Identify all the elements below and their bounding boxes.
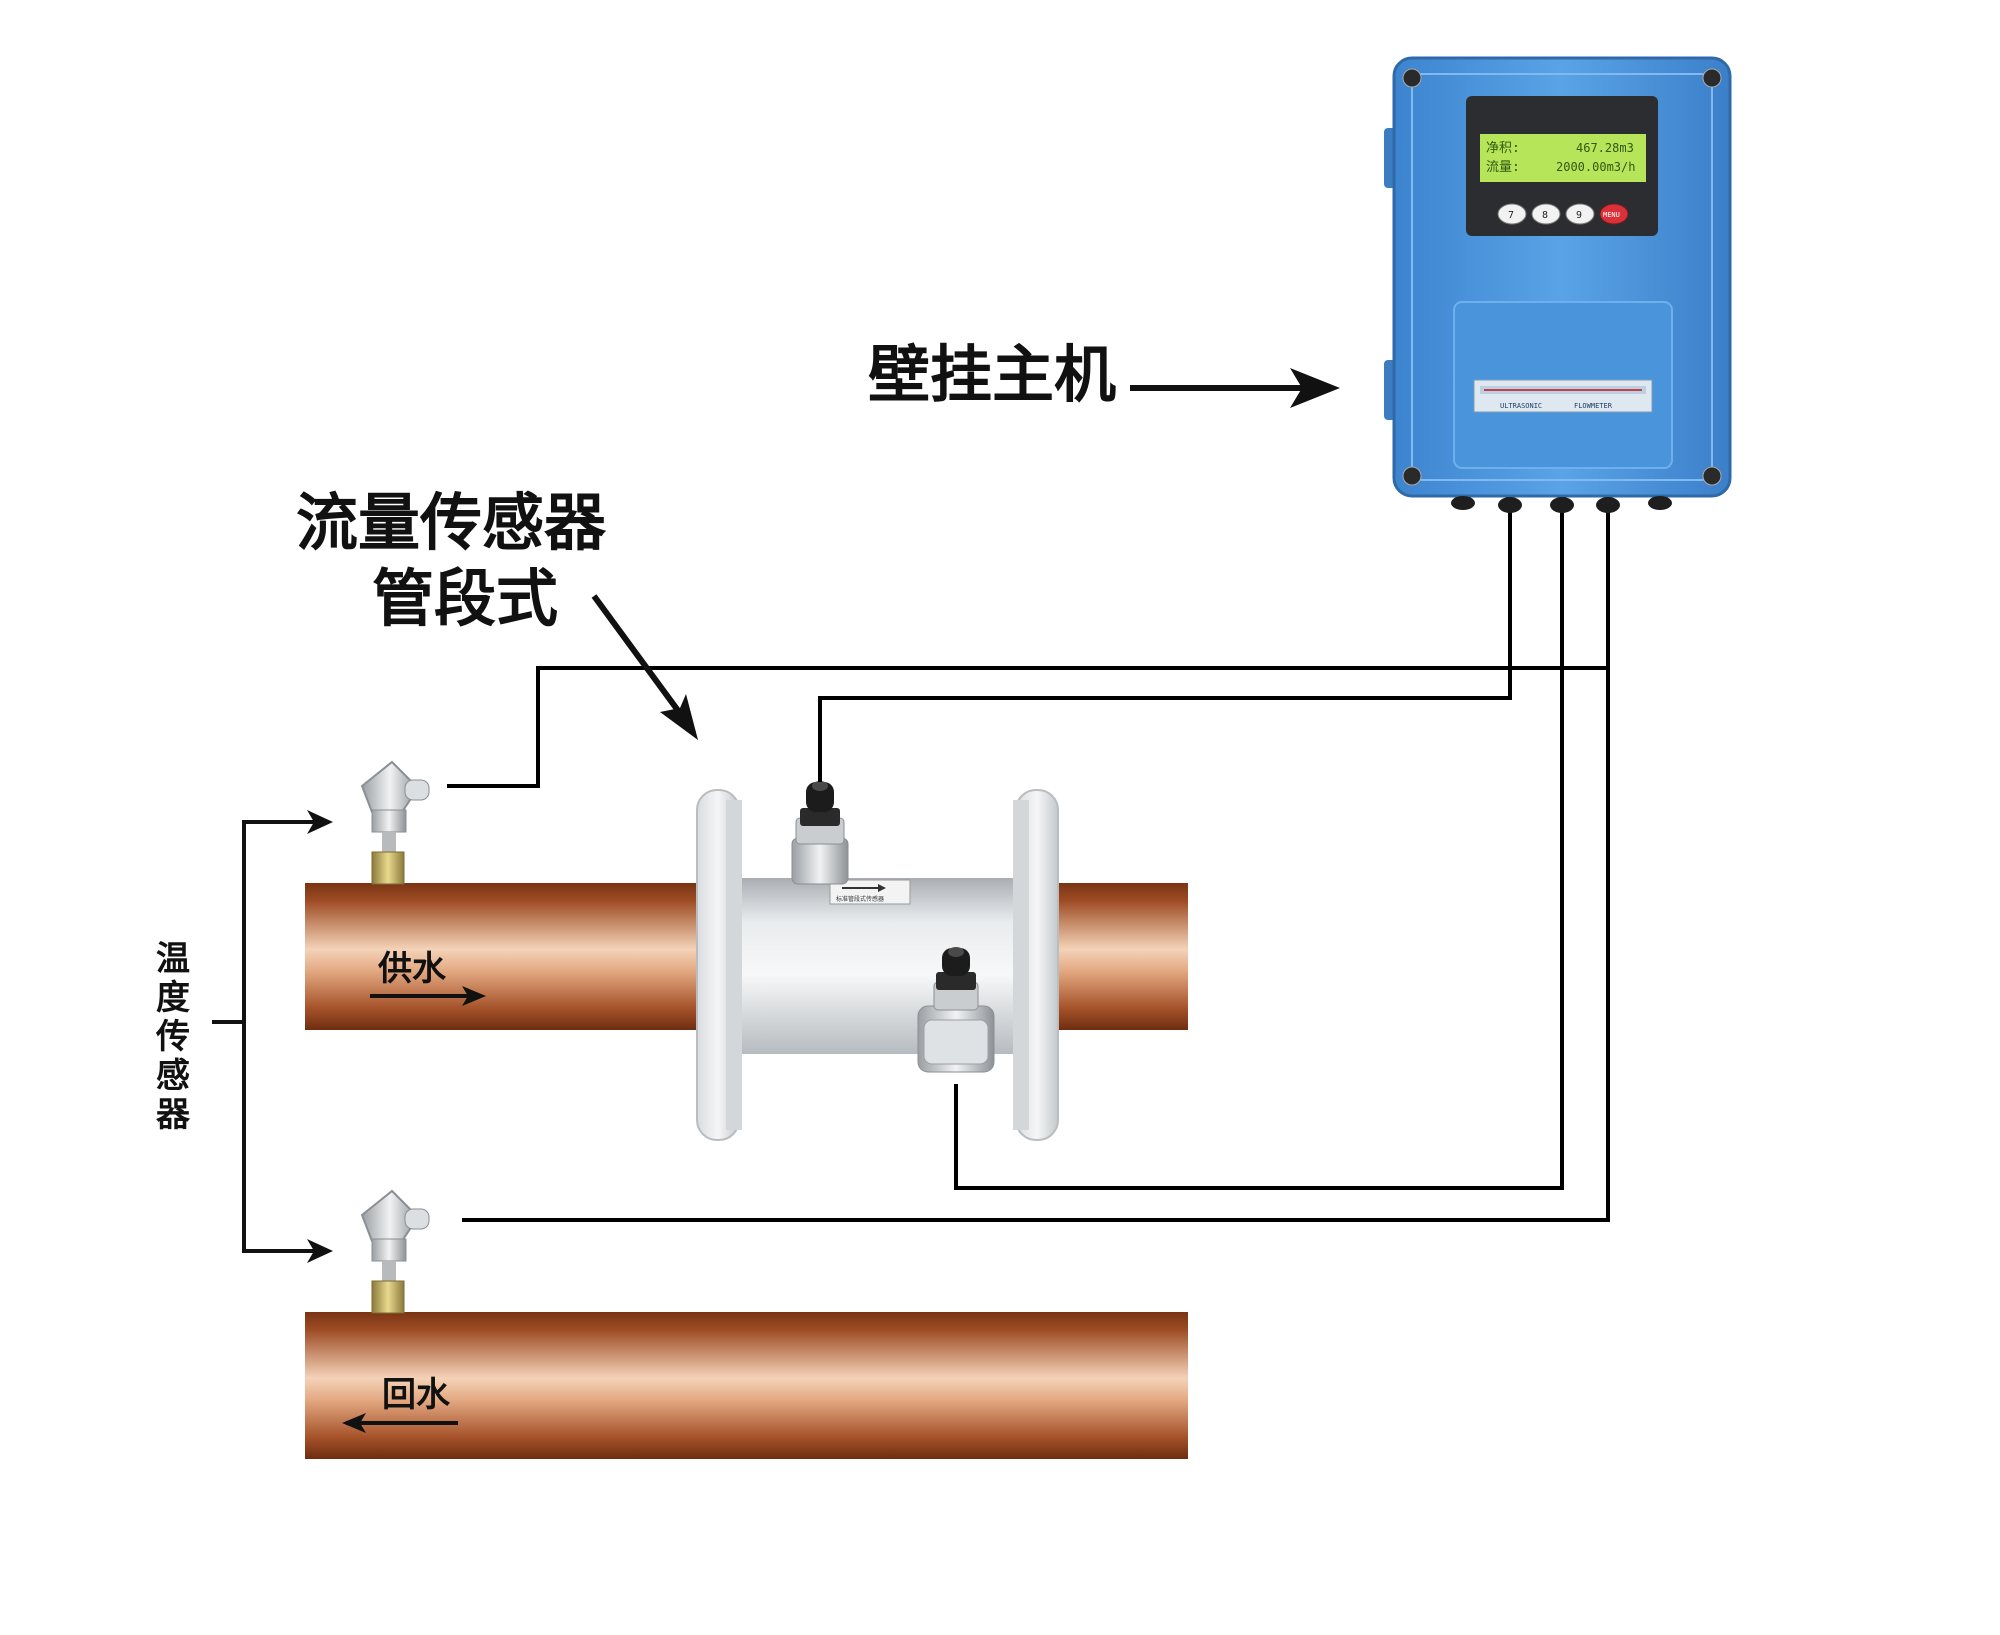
return-label: 回水 — [382, 1375, 451, 1415]
svg-text:传: 传 — [155, 1017, 190, 1057]
temperature-probe-icon — [360, 1189, 430, 1314]
svg-text:流量:: 流量: — [1486, 160, 1520, 175]
lower-transducer — [917, 947, 995, 1073]
supply-label: 供水 — [377, 949, 447, 989]
signal-wiring — [447, 505, 1610, 1222]
arrow-right-icon — [370, 986, 486, 1006]
temperature-probe-icon — [360, 760, 430, 885]
svg-text:8: 8 — [1542, 210, 1548, 221]
key-7[interactable]: 7 — [1497, 203, 1527, 225]
host-pointer-arrow — [1130, 368, 1340, 408]
svg-text:器: 器 — [156, 1095, 191, 1135]
temperature-bracket — [212, 810, 333, 1263]
wall-mounted-host-unit: 净积: 467.28m3 流量: 2000.00m3/h 7 8 9 MENU — [1384, 56, 1732, 513]
flow-sensor-pipe-section: 标准管段式传感器 — [696, 781, 1059, 1141]
flow-sensor-plate-text: 标准管段式传感器 — [836, 895, 884, 903]
key-menu[interactable]: MENU — [1599, 203, 1629, 225]
upper-transducer — [791, 781, 849, 885]
svg-text:净积:: 净积: — [1486, 141, 1520, 156]
return-temperature-probe — [360, 1189, 430, 1314]
return-pipe — [305, 1312, 1188, 1459]
svg-text:温: 温 — [156, 939, 190, 979]
svg-text:7: 7 — [1508, 210, 1514, 221]
flow-sensor-label-line1: 流量传感器 — [296, 486, 607, 559]
svg-text:度: 度 — [156, 978, 190, 1018]
temperature-sensor-label: 温 度 传 感 器 — [155, 939, 191, 1135]
cable-gland-icon — [936, 947, 976, 990]
cable-gland-icon — [800, 781, 840, 826]
host-label: 壁挂主机 — [868, 338, 1116, 411]
svg-text:9: 9 — [1576, 210, 1582, 221]
svg-text:FLOWMETER: FLOWMETER — [1574, 402, 1613, 410]
keypad[interactable]: 7 8 9 MENU — [1497, 203, 1629, 225]
svg-text:感: 感 — [156, 1056, 190, 1096]
key-9[interactable]: 9 — [1565, 203, 1595, 225]
cable-gland-icon — [1451, 496, 1672, 513]
arrow-left-icon — [342, 1413, 458, 1433]
supply-temperature-probe — [360, 760, 430, 885]
svg-text:MENU: MENU — [1603, 211, 1620, 219]
lcd-screen — [1480, 134, 1646, 182]
flow-sensor-label-line2: 管段式 — [372, 562, 558, 635]
flow-sensor-pointer-arrow — [591, 594, 698, 740]
svg-text:ULTRASONIC: ULTRASONIC — [1500, 402, 1542, 410]
svg-text:2000.00m3/h: 2000.00m3/h — [1556, 160, 1635, 174]
nameplate — [1473, 379, 1653, 413]
key-8[interactable]: 8 — [1531, 203, 1561, 225]
svg-text:467.28m3: 467.28m3 — [1576, 141, 1634, 155]
flow-sensor-plate — [829, 879, 911, 905]
